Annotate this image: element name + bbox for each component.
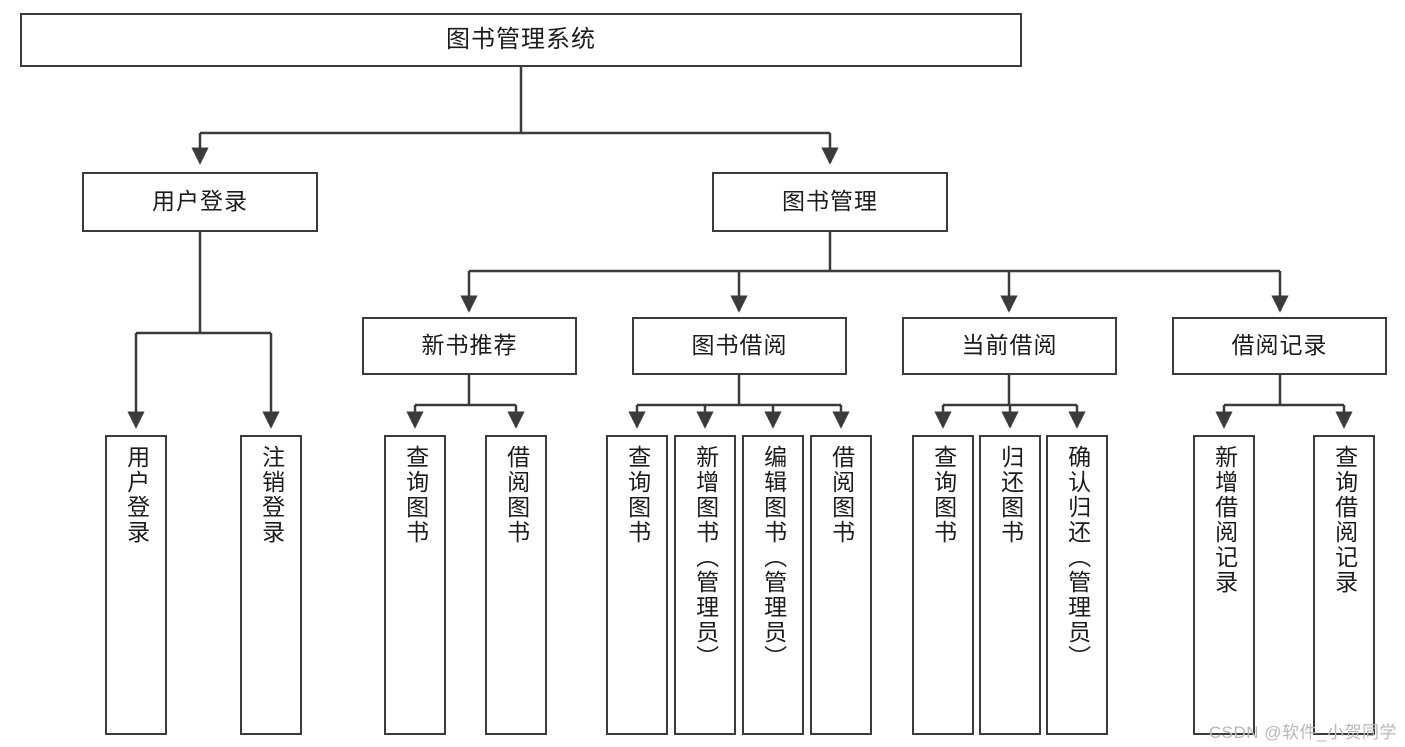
node-new-book-recommend[interactable]: 新书推荐	[362, 317, 577, 375]
leaf-user-login-logout[interactable]: 注销登录	[240, 435, 302, 735]
leaf-label: 注销登录	[258, 445, 285, 545]
leaf-label: 查询图书	[930, 445, 957, 545]
leaf-recommend-query-book[interactable]: 查询图书	[384, 435, 446, 735]
leaf-recommend-borrow-book[interactable]: 借阅图书	[485, 435, 547, 735]
leaf-record-add-record[interactable]: 新增借阅记录	[1193, 435, 1255, 735]
leaf-current-confirm-return-admin[interactable]: 确认归还（管理员）	[1046, 435, 1108, 735]
node-user-login[interactable]: 用户登录	[82, 172, 318, 232]
leaf-borrow-query-book[interactable]: 查询图书	[606, 435, 668, 735]
leaf-label: 用户登录	[123, 445, 150, 545]
node-root-system[interactable]: 图书管理系统	[20, 13, 1022, 67]
node-current-borrow[interactable]: 当前借阅	[902, 317, 1117, 375]
node-book-borrow[interactable]: 图书借阅	[632, 317, 847, 375]
leaf-borrow-borrow-book[interactable]: 借阅图书	[810, 435, 872, 735]
leaf-label: 新增图书（管理员）	[692, 445, 719, 670]
leaf-borrow-edit-book-admin[interactable]: 编辑图书（管理员）	[742, 435, 804, 735]
leaf-user-login-login[interactable]: 用户登录	[105, 435, 167, 735]
leaf-label: 新增借阅记录	[1211, 445, 1238, 595]
leaf-label: 查询借阅记录	[1331, 445, 1358, 595]
leaf-current-query-book[interactable]: 查询图书	[912, 435, 974, 735]
leaf-borrow-add-book-admin[interactable]: 新增图书（管理员）	[674, 435, 736, 735]
leaf-label: 查询图书	[402, 445, 429, 545]
leaf-label: 查询图书	[624, 445, 651, 545]
node-book-management[interactable]: 图书管理	[712, 172, 948, 232]
leaf-label: 确认归还（管理员）	[1064, 445, 1091, 670]
leaf-label: 借阅图书	[828, 445, 855, 545]
leaf-record-query-record[interactable]: 查询借阅记录	[1313, 435, 1375, 735]
csdn-watermark: CSDN @软件_小贺同学	[1208, 723, 1397, 742]
leaf-label: 借阅图书	[503, 445, 530, 545]
node-borrow-record[interactable]: 借阅记录	[1172, 317, 1387, 375]
leaf-label: 归还图书	[997, 445, 1024, 545]
leaf-label: 编辑图书（管理员）	[760, 445, 787, 670]
leaf-current-return-book[interactable]: 归还图书	[979, 435, 1041, 735]
